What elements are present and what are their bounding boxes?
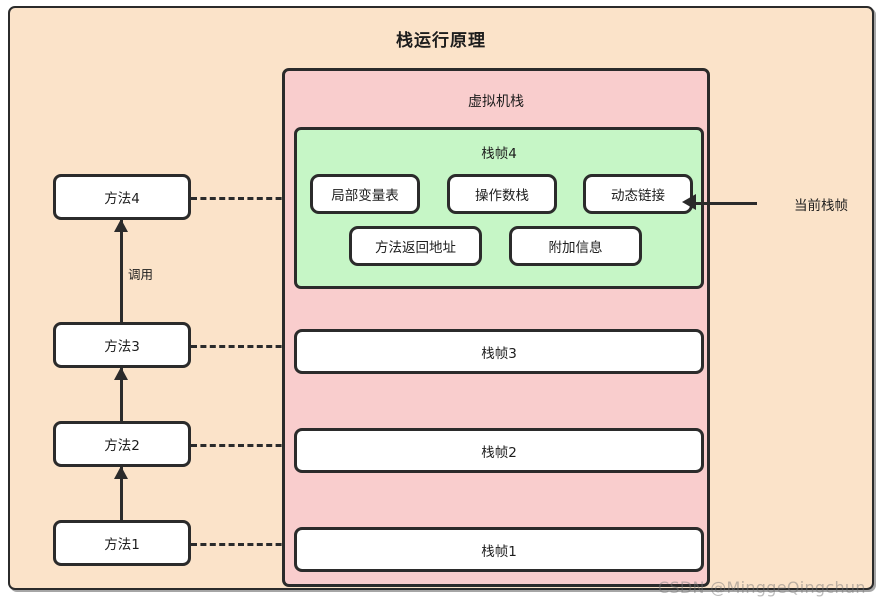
dashed-link-method3-frame3: [191, 345, 291, 348]
frame-component-dynamic-linking: 动态链接: [583, 174, 693, 214]
diagram-outer-container: 栈运行原理 方法4 方法3 方法2 方法1 调用 虚拟机栈 栈帧4: [8, 6, 874, 597]
frame-component-local-variable-table-label: 局部变量表: [331, 188, 399, 204]
stack-frame-2: 栈帧2: [294, 428, 704, 473]
stack-frame-2-label: 栈帧2: [481, 444, 517, 461]
frame-component-dynamic-linking-label: 动态链接: [611, 188, 665, 204]
vm-stack-container: 虚拟机栈 栈帧4 局部变量表 操作数栈 动态链接 方法返回地址: [282, 68, 710, 587]
vm-stack-title: 虚拟机栈: [468, 94, 524, 110]
method-box-3: 方法3: [53, 322, 191, 368]
diagram-title: 栈运行原理: [396, 31, 486, 51]
call-arrow-method2-to-method3: [120, 368, 123, 421]
stack-frame-1: 栈帧1: [294, 527, 704, 572]
current-frame-pointer-arrowhead-icon: [682, 194, 696, 210]
method-box-2-label: 方法2: [104, 438, 140, 454]
frame-component-method-return-address-label: 方法返回地址: [375, 240, 456, 256]
method-box-4-label: 方法4: [104, 191, 140, 207]
call-arrow-method1-to-method2: [120, 467, 123, 520]
watermark-text: CSDN @MinggeQingchun: [658, 578, 866, 597]
method-box-3-label: 方法3: [104, 339, 140, 355]
method-box-1: 方法1: [53, 520, 191, 566]
call-arrow-label: 调用: [128, 267, 154, 282]
current-stack-frame-container: 栈帧4 局部变量表 操作数栈 动态链接 方法返回地址 附加信息: [294, 127, 704, 289]
frame-component-method-return-address: 方法返回地址: [349, 226, 482, 266]
call-arrow-method3-to-method4: [120, 220, 123, 322]
dashed-link-method2-frame2: [191, 444, 291, 447]
frame-component-additional-info-label: 附加信息: [548, 240, 603, 256]
method-box-1-label: 方法1: [104, 537, 140, 553]
stack-frame-1-label: 栈帧1: [481, 543, 517, 560]
dashed-link-method4-frame4: [191, 197, 291, 200]
current-stack-frame-title: 栈帧4: [481, 146, 517, 162]
stack-frame-3-label: 栈帧3: [481, 345, 517, 362]
frame-component-operand-stack-label: 操作数栈: [475, 188, 529, 204]
current-frame-pointer-line: [695, 202, 757, 205]
stack-frame-3: 栈帧3: [294, 329, 704, 374]
dashed-link-method1-frame1: [191, 543, 291, 546]
method-box-2: 方法2: [53, 421, 191, 467]
frame-component-operand-stack: 操作数栈: [447, 174, 557, 214]
frame-component-additional-info: 附加信息: [509, 226, 642, 266]
current-frame-pointer-label: 当前栈帧: [794, 198, 848, 214]
method-box-4: 方法4: [53, 174, 191, 220]
frame-component-local-variable-table: 局部变量表: [310, 174, 420, 214]
